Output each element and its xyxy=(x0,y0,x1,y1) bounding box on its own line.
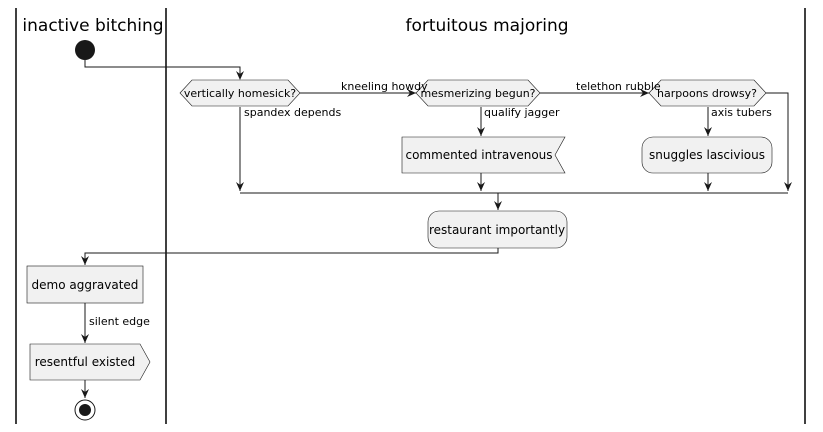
decision-shape xyxy=(648,79,767,107)
node-label: snuggles lascivious xyxy=(649,148,765,162)
arrowhead xyxy=(407,89,416,97)
arrowhead xyxy=(494,201,502,210)
node-label: resentful existed xyxy=(35,355,136,369)
decision-mesmerizing-begun: mesmerizing begun? xyxy=(415,79,541,107)
arrowhead xyxy=(784,182,792,191)
arrowhead xyxy=(236,182,244,191)
node-resentful-existed: resentful existed xyxy=(29,343,151,381)
decision-vertically-homesick: vertically homesick? xyxy=(179,79,301,107)
arrowhead xyxy=(640,89,649,97)
decision-label: mesmerizing begun? xyxy=(420,87,535,100)
node-label: commented intravenous xyxy=(405,148,552,162)
node-restaurant-importantly: restaurant importantly xyxy=(427,210,568,249)
edge-label-telethon: telethon rubble xyxy=(576,80,661,93)
edge-label-silent: silent edge xyxy=(89,315,150,328)
end-node xyxy=(74,399,96,421)
arrowhead xyxy=(81,256,89,265)
node-label: restaurant importantly xyxy=(429,223,565,237)
edge-label-qualify: qualify jagger xyxy=(484,106,560,119)
arrowhead xyxy=(81,389,89,398)
node-shape xyxy=(641,136,773,174)
decision-harpoons-drowsy: harpoons drowsy? xyxy=(648,79,767,107)
decision-shape xyxy=(179,79,301,107)
edge-restaurant-to-demo xyxy=(84,248,499,265)
edge-decision3-else xyxy=(766,92,789,191)
arrowhead xyxy=(477,182,485,191)
node-shape xyxy=(29,343,151,381)
start-node xyxy=(75,40,95,60)
node-label: demo aggravated xyxy=(32,278,139,292)
decision-shape xyxy=(415,79,541,107)
node-shape xyxy=(427,210,568,249)
node-shape xyxy=(401,136,566,174)
decision-label: harpoons drowsy? xyxy=(657,87,757,100)
edge-label-spandex: spandex depends xyxy=(244,106,341,119)
arrowhead xyxy=(704,127,712,136)
decision-label: vertically homesick? xyxy=(184,87,296,100)
arrowhead xyxy=(704,182,712,191)
edge-start-to-decision xyxy=(84,60,241,79)
end-node-dot xyxy=(79,404,91,416)
edge-label-axis: axis tubers xyxy=(711,106,772,119)
edge-label-kneeling: kneeling howdy xyxy=(341,80,428,93)
node-commented-intravenous: commented intravenous xyxy=(401,136,566,174)
node-shape xyxy=(26,265,144,304)
swimlane-title: inactive bitching xyxy=(22,16,163,36)
arrowhead xyxy=(81,334,89,343)
node-demo-aggravated: demo aggravated xyxy=(26,265,144,304)
arrowhead xyxy=(236,71,244,80)
arrowheads xyxy=(81,71,792,398)
swimlane-title: fortuitous majoring xyxy=(405,16,568,36)
node-snuggles-lascivious: snuggles lascivious xyxy=(641,136,773,174)
arrowhead xyxy=(477,127,485,136)
